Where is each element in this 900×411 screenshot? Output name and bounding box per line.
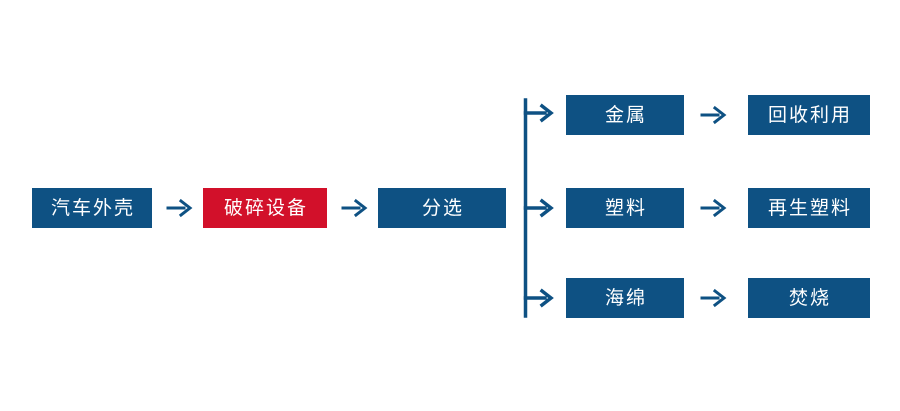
outcome-node-regenerated-plastic[interactable]: 再生塑料 <box>748 188 870 228</box>
material-node-plastic[interactable]: 塑料 <box>566 188 684 228</box>
branch-split-icon <box>523 98 559 318</box>
arrow-right-icon-sponge-to-incineration <box>700 286 728 310</box>
arrow-right-icon-shell-to-shredder <box>166 196 194 220</box>
material-node-sponge[interactable]: 海绵 <box>566 278 684 318</box>
process-node-shredder-equipment[interactable]: 破碎设备 <box>203 188 327 228</box>
arrow-right-icon-metal-to-recycle <box>700 103 728 127</box>
arrow-right-icon-shredder-to-sorting <box>341 196 369 220</box>
process-node-sorting[interactable]: 分选 <box>378 188 506 228</box>
process-node-car-shell[interactable]: 汽车外壳 <box>32 188 152 228</box>
arrow-right-icon-plastic-to-regenerated <box>700 196 728 220</box>
outcome-node-incineration[interactable]: 焚烧 <box>748 278 870 318</box>
material-node-metal[interactable]: 金属 <box>566 95 684 135</box>
outcome-node-recycle-reuse[interactable]: 回收利用 <box>748 95 870 135</box>
